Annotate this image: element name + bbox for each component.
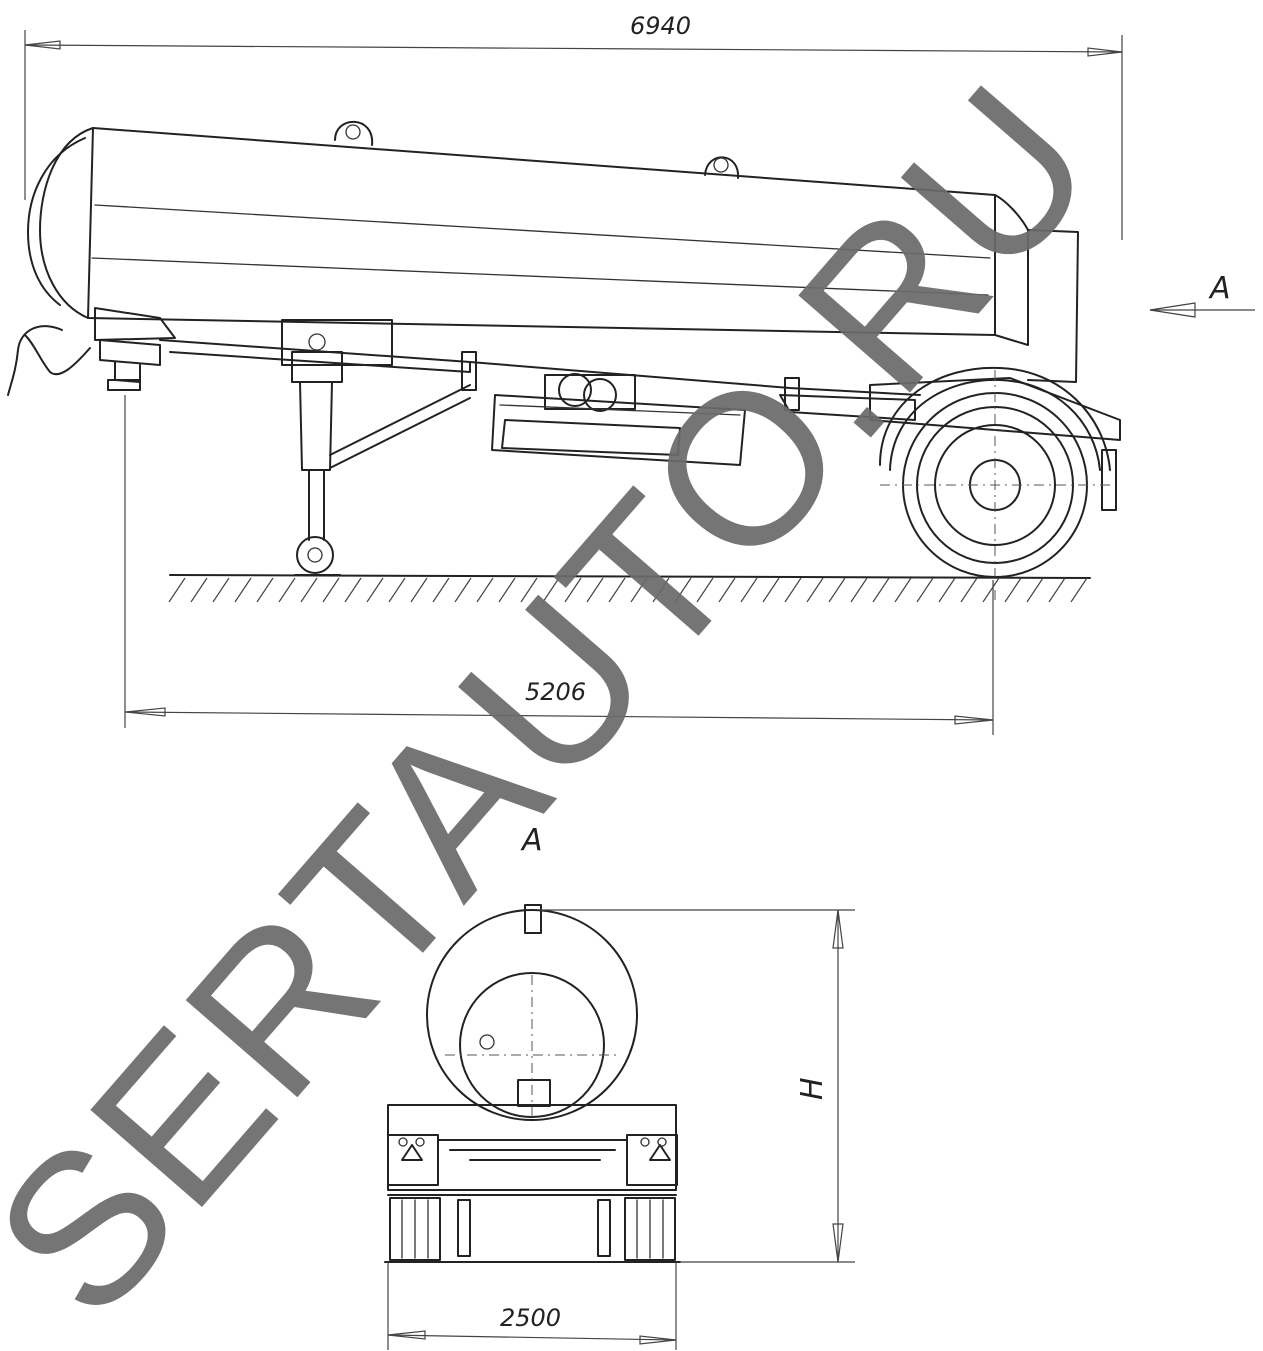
ground-hatch bbox=[894, 577, 912, 603]
ground-hatch bbox=[1048, 577, 1066, 603]
wheelbase-dimension: 5206 bbox=[124, 395, 994, 735]
ground-hatch bbox=[564, 577, 582, 603]
ground-hatch bbox=[542, 577, 560, 603]
ground-hatch bbox=[916, 577, 934, 603]
ground-hatch bbox=[806, 577, 824, 603]
view-marker-label: A bbox=[1208, 271, 1231, 306]
rear-wheels bbox=[384, 1197, 681, 1263]
ground-hatch bbox=[696, 577, 714, 603]
ground-hatch bbox=[960, 577, 978, 603]
ground-hatch bbox=[344, 577, 362, 603]
ground-hatch bbox=[718, 577, 736, 603]
ground-hatch bbox=[762, 577, 780, 603]
ground-hatch bbox=[168, 577, 186, 603]
ground-hatch bbox=[652, 577, 670, 603]
ground-hatch bbox=[1070, 577, 1088, 603]
ground-hatch bbox=[784, 577, 802, 603]
ground-hatch bbox=[410, 577, 428, 603]
ground-hatch bbox=[872, 577, 890, 603]
ground-hatch bbox=[388, 577, 406, 603]
ground-hatch bbox=[740, 577, 758, 603]
height-dimension: H bbox=[540, 909, 855, 1263]
front-coupling bbox=[7, 307, 176, 396]
ground-hatch bbox=[498, 577, 516, 603]
equipment-box bbox=[491, 373, 746, 466]
ground-hatch bbox=[190, 577, 208, 603]
ground-hatch bbox=[828, 577, 846, 603]
ground-hatch bbox=[520, 577, 538, 603]
height-label: H bbox=[795, 1077, 830, 1100]
ground-hatch bbox=[630, 577, 648, 603]
watermark: SERTAUTO.RU bbox=[0, 40, 1140, 1351]
ground-hatch bbox=[212, 577, 230, 603]
rear-wheel-assembly bbox=[869, 366, 1121, 600]
ground-hatch bbox=[938, 577, 956, 603]
ground-hatch bbox=[366, 577, 384, 603]
ground-hatch bbox=[256, 577, 274, 603]
ground-hatch bbox=[608, 577, 626, 603]
overall-length-dimension: 6940 bbox=[24, 12, 1123, 240]
ground-hatch bbox=[982, 577, 1000, 603]
ground-hatch bbox=[454, 577, 472, 603]
ground-hatch bbox=[432, 577, 450, 603]
overall-length-label: 6940 bbox=[630, 12, 691, 40]
ground-line bbox=[168, 574, 1091, 603]
rear-frame bbox=[387, 1104, 678, 1196]
side-view: 6940 bbox=[7, 12, 1255, 735]
width-dimension: 2500 bbox=[387, 1262, 677, 1350]
width-label: 2500 bbox=[500, 1304, 561, 1332]
ground-hatch bbox=[322, 577, 340, 603]
ground-hatch bbox=[1026, 577, 1044, 603]
rear-tank bbox=[426, 904, 638, 1121]
landing-gear bbox=[281, 319, 477, 576]
ground-hatch bbox=[278, 577, 296, 603]
ground-hatch bbox=[476, 577, 494, 603]
ground-hatch bbox=[674, 577, 692, 603]
rear-view: A bbox=[384, 823, 855, 1350]
ground-hatch bbox=[300, 577, 318, 603]
ground-hatch bbox=[1004, 577, 1022, 603]
ground-hatch bbox=[586, 577, 604, 603]
tank-body bbox=[27, 120, 1079, 383]
view-arrow-a: A bbox=[1149, 271, 1255, 318]
wheelbase-label: 5206 bbox=[525, 678, 586, 706]
rear-view-label: A bbox=[520, 823, 543, 858]
ground-hatch bbox=[234, 577, 252, 603]
ground-hatch bbox=[850, 577, 868, 603]
